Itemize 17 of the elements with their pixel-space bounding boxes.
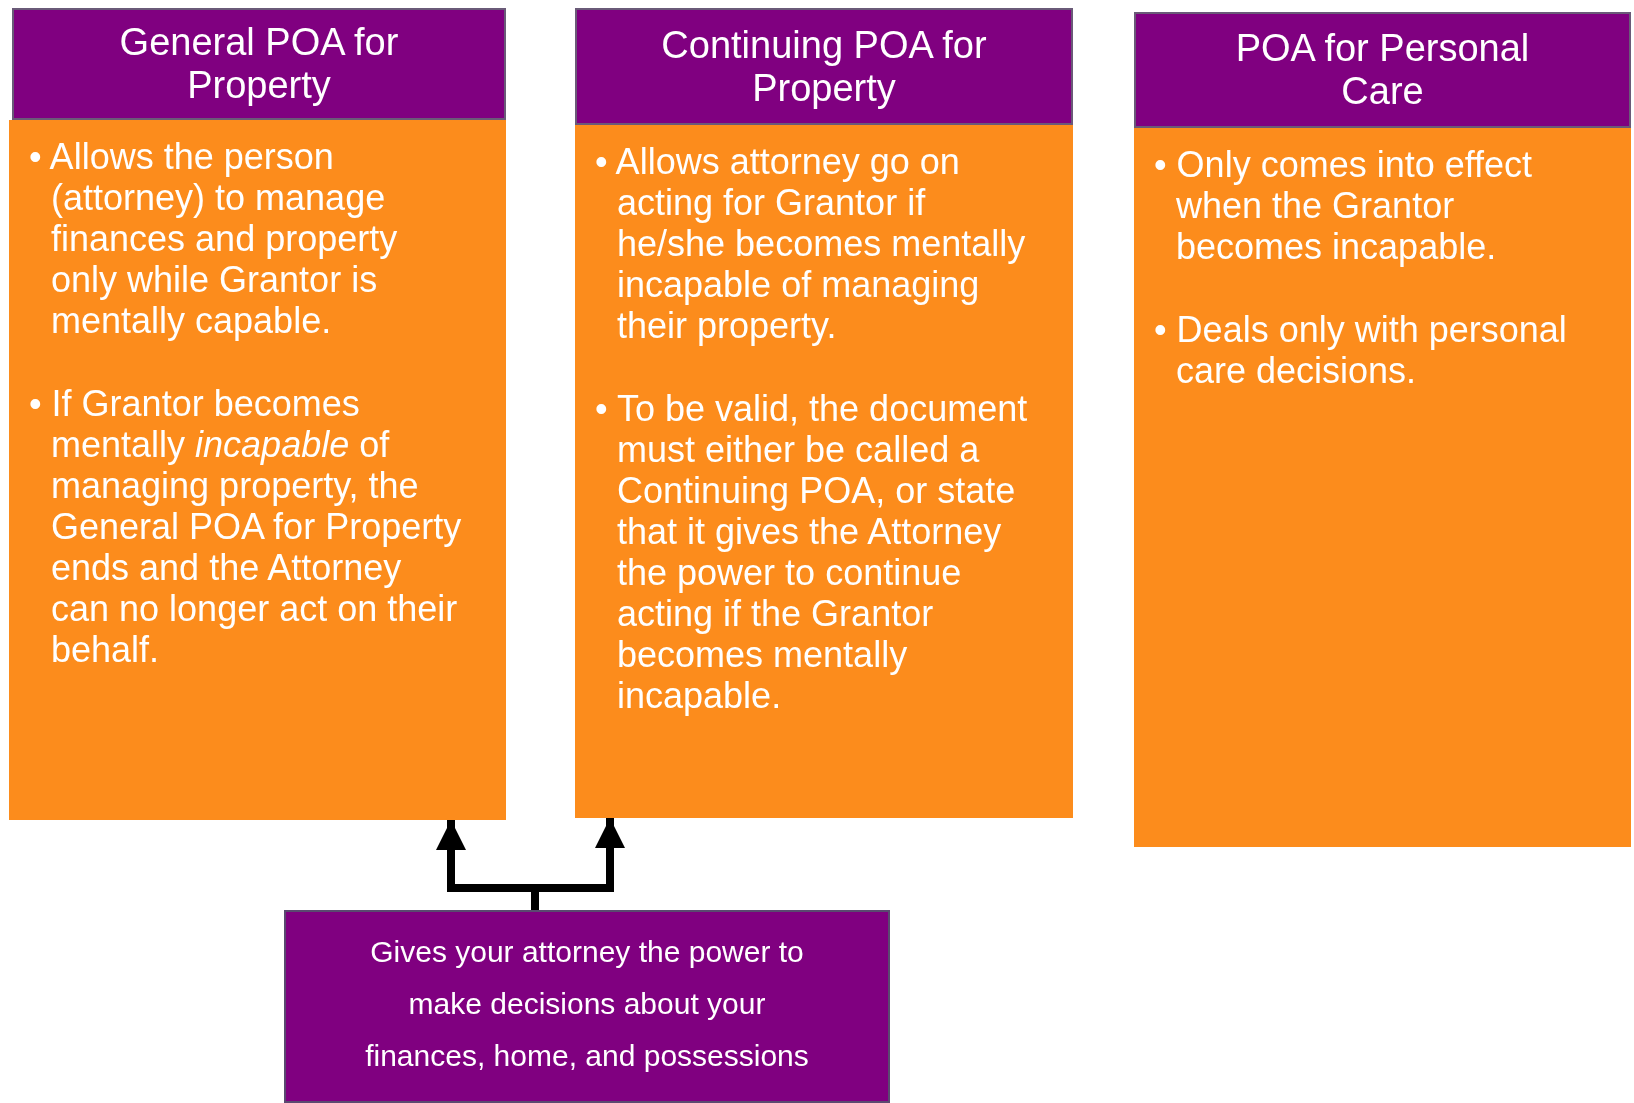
header-box bbox=[1134, 12, 1631, 128]
bullet-text: • If Grantor becomes mentally incapable of managing property, the General POA for Property ends and the Attorney can no longer act on their behalf. bbox=[29, 383, 463, 670]
bullet-text: • Deals only with personal care decisions. bbox=[1154, 309, 1568, 391]
bullet-text: • Allows attorney go on acting for Grantor if he/she becomes mentally incapable of managing their property. bbox=[595, 141, 1027, 346]
bullet-text: • To be valid, the document must either be called a Continuing POA, or state that it gives the Attorney the power to continue acting if the Grantor becomes mentally incapable. bbox=[595, 388, 1029, 716]
description-text: Gives your attorney the power to make decisions about your finances, home, and possessions bbox=[365, 935, 809, 1072]
header-title: General POA for Property bbox=[118, 21, 400, 107]
bullet-text: • Allows the person (attorney) to manage finances and property only while Grantor is mentally capable. bbox=[29, 136, 399, 341]
content-box bbox=[1134, 128, 1631, 847]
header-box bbox=[12, 8, 506, 120]
description-box bbox=[284, 910, 890, 1103]
content-box bbox=[9, 120, 506, 820]
content-box bbox=[575, 125, 1073, 818]
header-title: Continuing POA for Property bbox=[660, 23, 988, 110]
header-box bbox=[575, 8, 1073, 125]
bullet-text: • Only comes into effect when the Grantor becomes incapable. bbox=[1154, 144, 1534, 267]
header-title: POA for Personal Care bbox=[1234, 27, 1531, 113]
